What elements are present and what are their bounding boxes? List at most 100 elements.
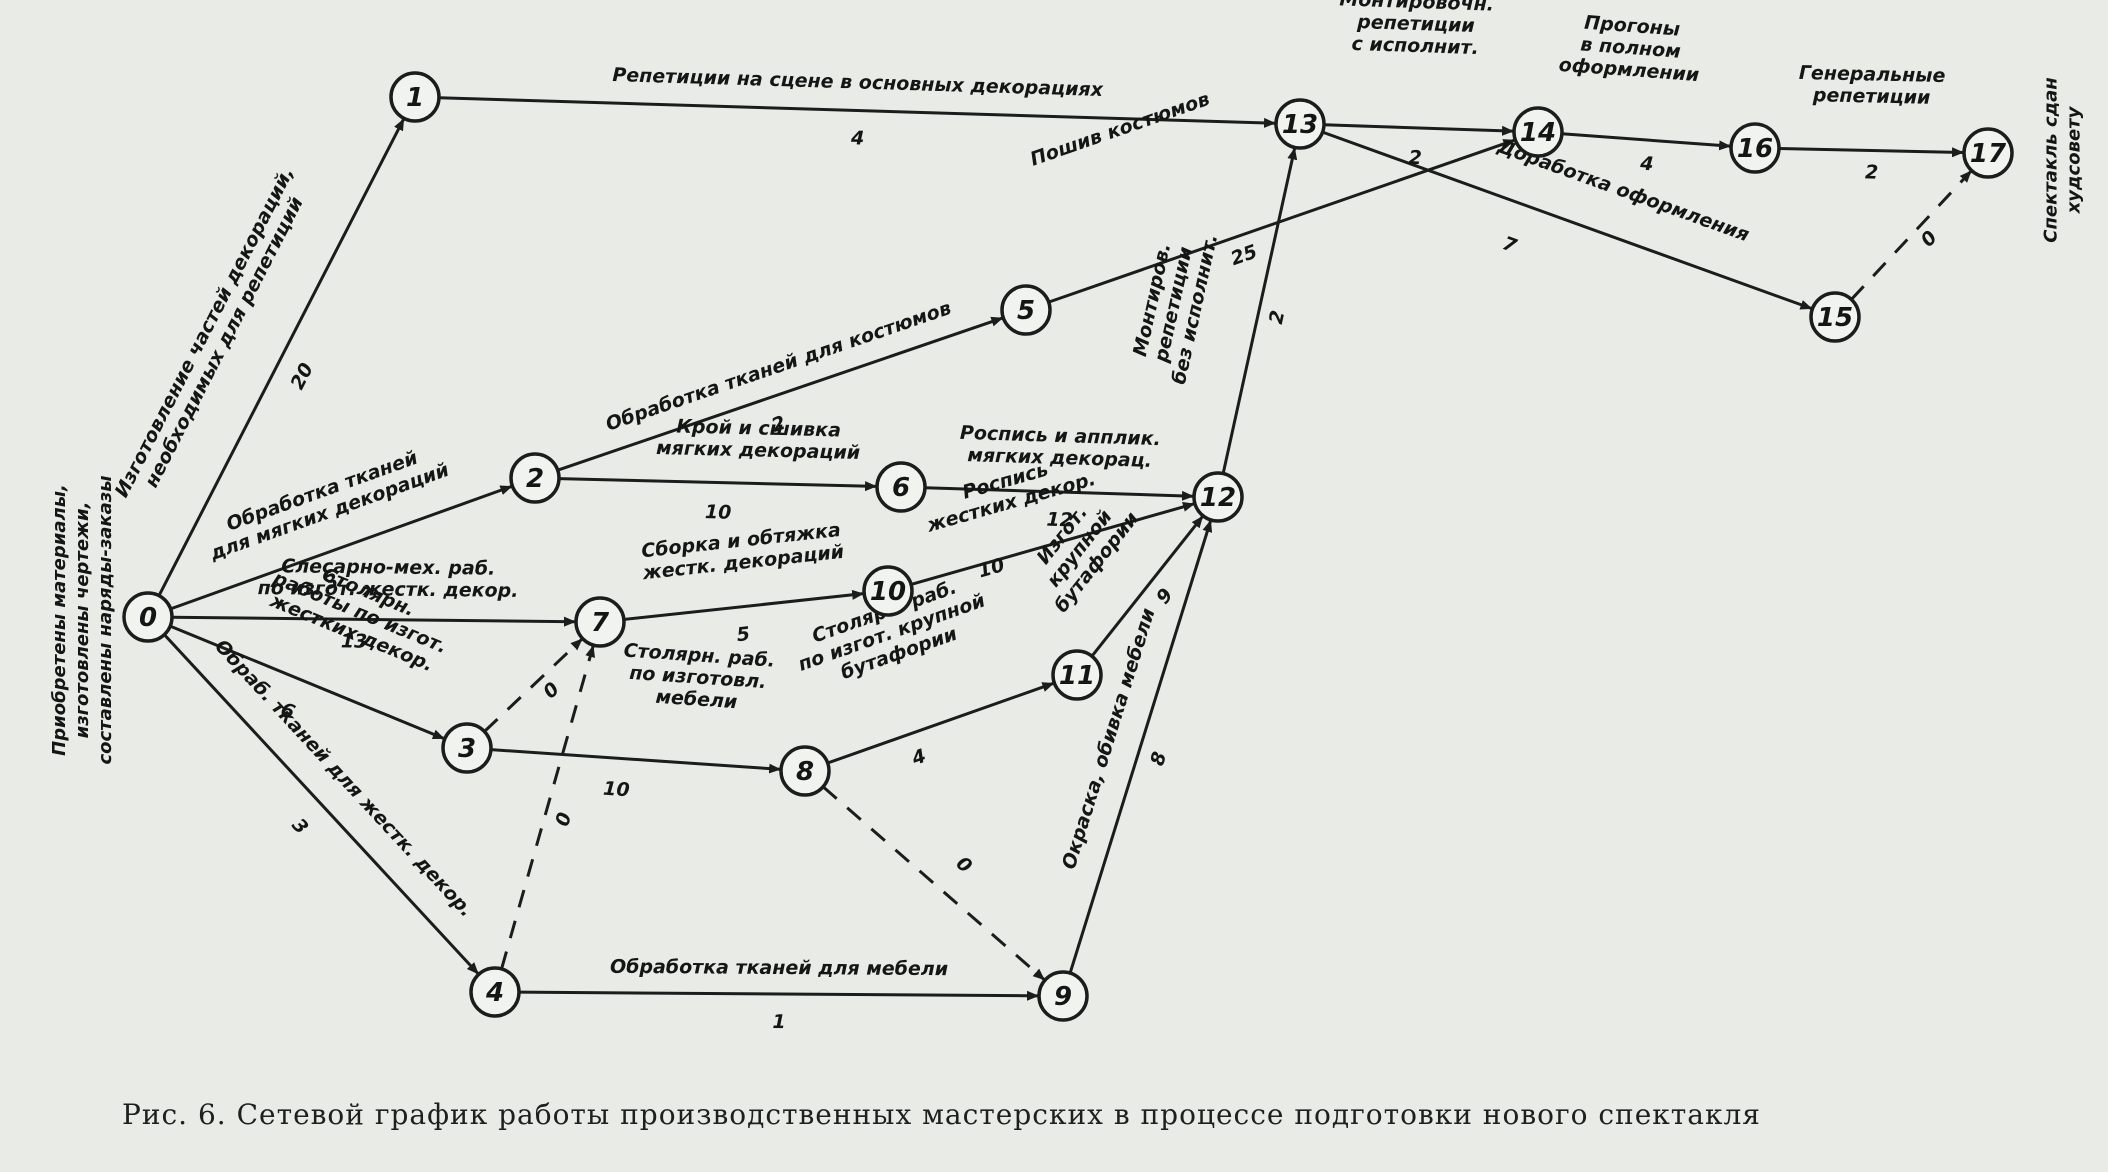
edge-duration: 9 <box>1152 584 1177 608</box>
edge-label-line: Изготовление частей декораций, <box>111 163 299 501</box>
edge-duration: 2 <box>1865 161 1879 183</box>
edge-3-7-dummy <box>483 638 583 733</box>
edge-duration: 25 <box>1228 241 1260 270</box>
event-node-number: 7 <box>591 608 610 638</box>
event-node-circle <box>1962 127 2014 179</box>
edge-0-4 <box>163 633 480 975</box>
event-node-number: 11 <box>1059 661 1095 691</box>
event-node-number: 16 <box>1737 134 1773 164</box>
event-node-3: 3 <box>441 722 493 774</box>
edge-8-9-dummy <box>822 785 1046 981</box>
event-node-circle <box>779 745 831 797</box>
edge-5-14 <box>1048 138 1516 304</box>
edge-label-line: мебели <box>655 686 738 713</box>
edge-duration: 3 <box>287 814 312 839</box>
edge-duration: 2 <box>1408 147 1422 169</box>
edge-0-7 <box>171 615 577 627</box>
edge-duration: 20 <box>286 359 318 393</box>
event-node-15: 15 <box>1809 291 1861 343</box>
event-node-circle <box>1729 122 1781 174</box>
edge-duration: 0 <box>952 852 976 877</box>
edge-label-0-4: Обраб. тканей для жестк. декор. <box>210 635 477 921</box>
event-node-number: 2 <box>526 464 544 494</box>
event-node-number: 1 <box>406 83 424 113</box>
start-event-note-line: составлены наряды-заказы <box>95 475 116 764</box>
start-event-note: Приобретены материалы,изготовлены чертеж… <box>49 475 116 764</box>
edge-duration: 4 <box>908 745 929 770</box>
event-node-10: 10 <box>862 565 914 617</box>
edge-1-13 <box>438 96 1277 128</box>
edge-label-line: мягких декорац. <box>967 444 1152 472</box>
edge-label-line: репетиции <box>1356 11 1475 37</box>
event-node-circle <box>1051 649 1103 701</box>
event-node-circle <box>1037 970 1089 1022</box>
edge-0-1 <box>157 118 405 597</box>
edge-label-line: по изгот. жестк. декор. <box>258 577 519 602</box>
edge-duration: 10 <box>705 501 732 524</box>
edge-12-13 <box>1221 147 1298 474</box>
edge-duration: 1 <box>772 1011 785 1033</box>
event-node-14: 14 <box>1512 106 1564 158</box>
edge-label-6-12: Роспись и апплик.мягких декорац. <box>960 422 1162 472</box>
event-node-6: 6 <box>875 461 927 513</box>
event-node-7: 7 <box>574 596 626 648</box>
edge-0-3 <box>169 624 445 740</box>
edge-duration: 0 <box>1917 227 1942 252</box>
event-node-number: 6 <box>892 473 910 503</box>
event-node-number: 4 <box>485 978 504 1008</box>
edge-label-line: Репетиции на сцене в основных декорациях <box>612 64 1104 101</box>
edge-9-12 <box>1068 519 1213 974</box>
event-node-1: 1 <box>389 71 441 123</box>
figure-caption: Рис. 6. Сетевой график работы производст… <box>122 1098 1761 1131</box>
event-node-number: 3 <box>458 734 476 764</box>
edge-duration: 12 <box>1046 509 1073 532</box>
edge-duration: 13 <box>341 630 368 652</box>
event-node-9: 9 <box>1037 970 1089 1022</box>
event-node-number: 5 <box>1017 296 1035 326</box>
edge-duration: 0 <box>551 810 576 829</box>
edge-duration: 5 <box>736 623 752 646</box>
event-node-0: 0 <box>122 591 174 643</box>
event-node-number: 15 <box>1817 303 1853 333</box>
event-node-circle <box>862 565 914 617</box>
edge-16-17 <box>1778 147 1965 158</box>
edge-4-9 <box>518 990 1040 1001</box>
edge-label-0-7: Слесарно-мех. раб.по изгот. жестк. декор… <box>258 555 519 602</box>
finish-event-note-line: худсовету <box>2064 105 2085 214</box>
event-node-circle <box>875 461 927 513</box>
edge-label-1-13: Репетиции на сцене в основных декорациях <box>612 64 1104 101</box>
edge-0-2 <box>170 485 513 611</box>
event-node-circle <box>509 452 561 504</box>
event-node-circle <box>1809 291 1861 343</box>
event-node-2: 2 <box>509 452 561 504</box>
finish-event-note-line: Спектакль сдан <box>2041 77 2062 243</box>
edge-label-line: Крой и сшивка <box>676 415 841 441</box>
event-node-circle <box>1192 471 1244 523</box>
edge-label-5-14: Пошив костюмов <box>1027 88 1212 171</box>
event-node-13: 13 <box>1274 98 1326 150</box>
edges-layer <box>157 96 1973 1001</box>
side-notes-layer: Приобретены материалы,изготовлены чертеж… <box>49 77 2085 764</box>
edge-label-line: Генеральные <box>1799 62 1946 87</box>
event-node-number: 12 <box>1200 483 1236 513</box>
event-node-number: 8 <box>796 757 814 787</box>
event-node-circle <box>441 722 493 774</box>
edge-6-12 <box>924 486 1195 501</box>
edge-7-10 <box>623 589 865 621</box>
event-node-16: 16 <box>1729 122 1781 174</box>
event-node-circle <box>1274 98 1326 150</box>
event-node-number: 9 <box>1054 982 1072 1012</box>
event-node-circle <box>122 591 174 643</box>
edge-label-line: репетиции <box>1812 84 1931 109</box>
edge-2-5 <box>557 316 1004 472</box>
event-node-circle <box>574 596 626 648</box>
edge-label-line: Монтировочн. <box>1339 0 1494 16</box>
edge-label-line: Обраб. тканей для жестк. декор. <box>210 635 477 921</box>
event-node-number: 13 <box>1282 110 1318 140</box>
